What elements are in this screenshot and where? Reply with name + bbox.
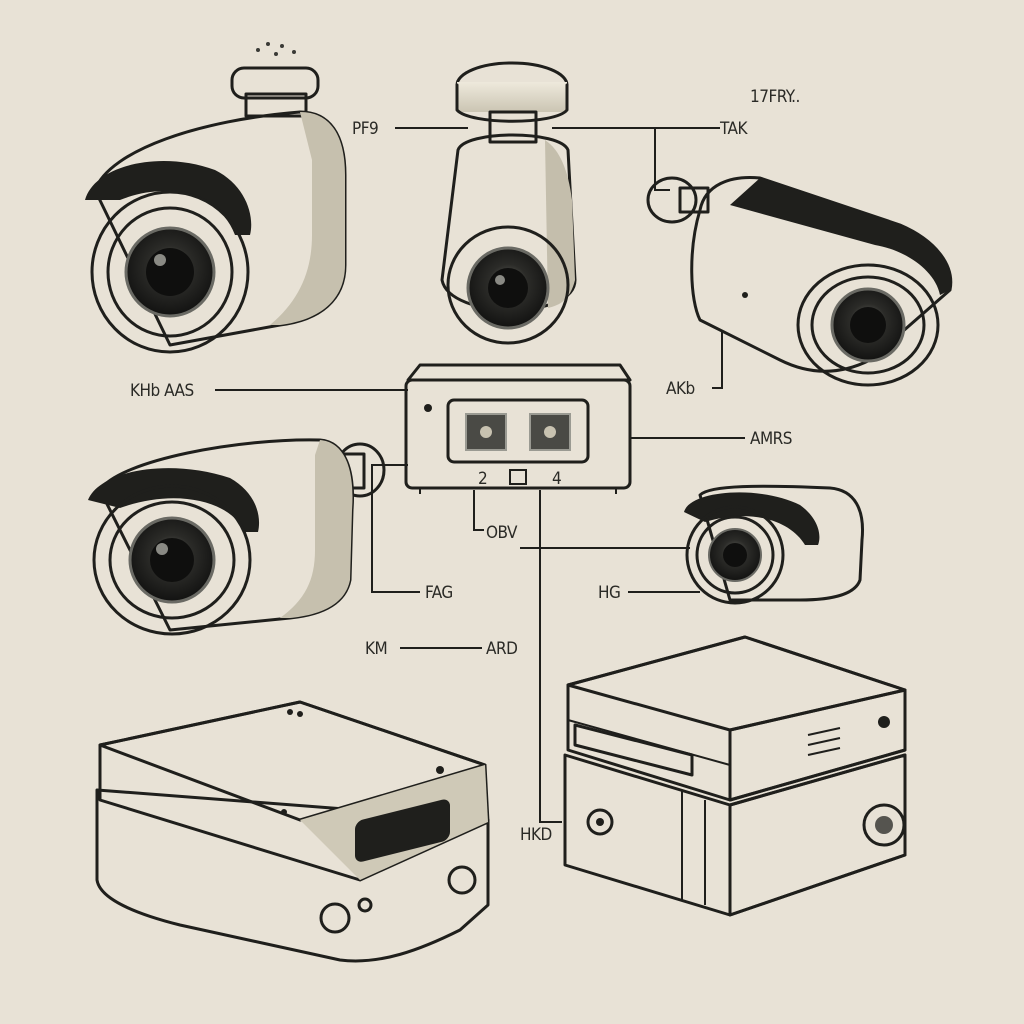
connection-wires (215, 127, 745, 823)
nvr-recorder-icon (95, 700, 490, 963)
sparkle-icon (256, 42, 296, 56)
nvr-label: HKD (520, 825, 552, 845)
hub-port-b-label: 4 (552, 469, 561, 489)
link-right-label: ARD (486, 639, 517, 659)
hub-left-label: KHb AAS (130, 381, 194, 401)
camera-4-label: FAG (425, 583, 453, 603)
server-box-icon (563, 635, 907, 917)
hub-port-a-label: 2 (478, 469, 487, 489)
corner-label: 17FRY.. (750, 87, 800, 107)
camera-2-label: TAK (719, 119, 748, 139)
bullet-camera-icon (85, 66, 347, 354)
link-left-label: KM (365, 639, 387, 659)
camera-1-label: PF9 (352, 119, 378, 139)
hub-bottom-label: OBV (486, 523, 518, 543)
network-hub-icon (404, 363, 632, 494)
bullet-camera-icon (646, 175, 953, 387)
hub-right-label: AMRS (750, 429, 792, 449)
camera-5-label: HG (598, 583, 620, 603)
bullet-camera-icon (684, 484, 865, 605)
camera-3-label: AKb (666, 379, 695, 399)
dome-camera-icon (440, 61, 577, 345)
bullet-camera-icon (88, 438, 386, 636)
